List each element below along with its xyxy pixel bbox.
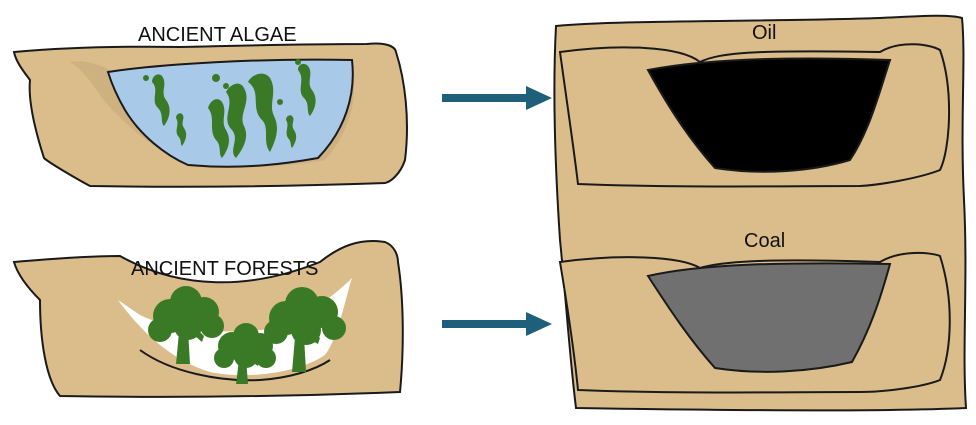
label-ancient-algae: ANCIENT ALGAE <box>138 24 297 46</box>
algae-bubble-4 <box>143 75 149 81</box>
algae-plant-7 <box>286 115 297 148</box>
algae-bubble-3 <box>295 59 301 65</box>
label-coal: Coal <box>744 230 786 252</box>
algae-basin <box>12 42 408 188</box>
tree-middle <box>214 323 276 384</box>
algae-plant-6 <box>176 113 187 146</box>
forest-hollow-edge <box>139 349 331 382</box>
algae-bubble-1 <box>212 74 220 82</box>
algae-bubble-2 <box>223 83 229 89</box>
rock-strata <box>553 14 968 412</box>
tree-left <box>148 286 224 364</box>
algae-plant-5 <box>298 63 316 116</box>
tree-right <box>264 287 346 372</box>
forest-basin <box>12 240 404 398</box>
trees <box>148 286 346 384</box>
label-oil: Oil <box>752 22 777 44</box>
algae-plant-1 <box>226 83 247 158</box>
coal-pocket <box>646 262 892 373</box>
oil-pocket <box>646 57 892 173</box>
algae-plant-2 <box>248 73 277 152</box>
arrow-bottom <box>442 312 552 336</box>
algae-bubble-5 <box>277 99 283 105</box>
forest-hollow <box>118 278 352 376</box>
algae-plant-3 <box>208 99 229 158</box>
algae-plant-4 <box>152 74 170 126</box>
label-ancient-forests: ANCIENT FORESTS <box>131 258 319 280</box>
arrow-top <box>442 86 552 110</box>
